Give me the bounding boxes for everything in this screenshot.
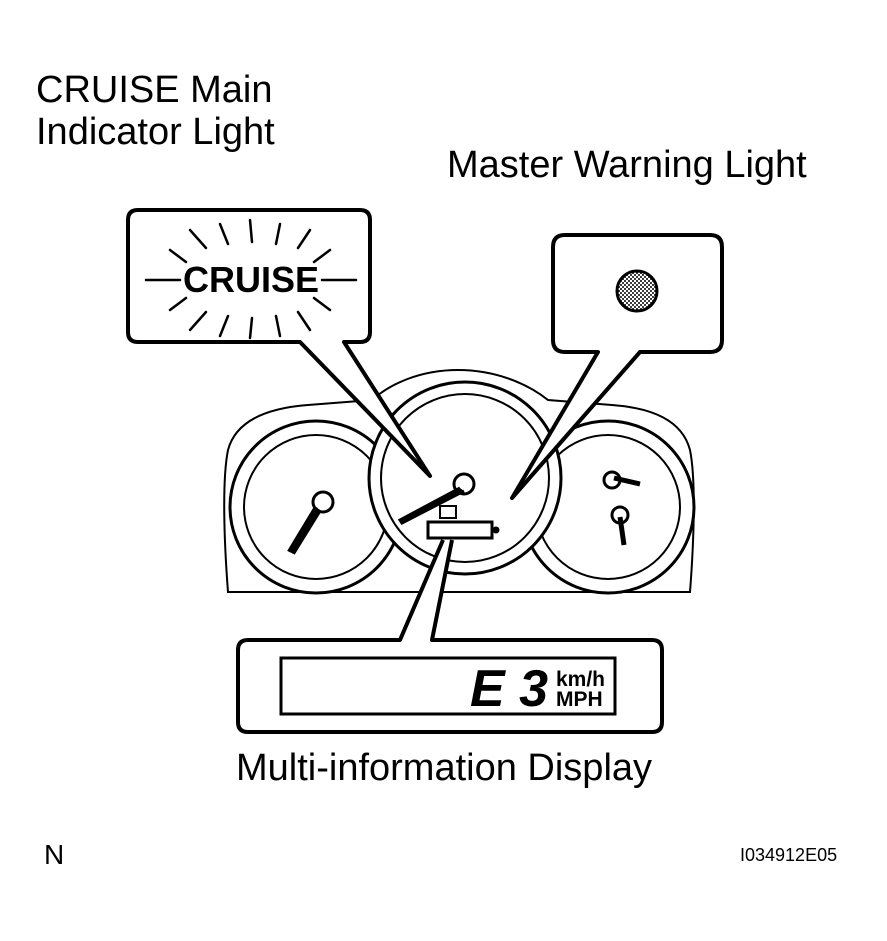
display-unit-mph: MPH [556,688,603,711]
display-screen [279,656,617,716]
cruise-main-indicator-label: CRUISE Main Indicator Light [36,69,275,154]
multi-information-display-callout: E 3 km/h MPH [236,539,664,734]
cruise-main-label-line1: CRUISE Main [36,69,273,111]
cruise-main-label-line2: Indicator Light [36,110,275,153]
multi-information-display-label: Multi-information Display [236,747,653,789]
master-warning-light-label: Master Warning Light [447,144,807,186]
display-unit-kmh: km/h [556,668,605,691]
center-gauge [367,380,563,576]
north-marker-label: N [44,839,65,870]
cruise-indicator-callout: CRUISE [126,208,432,478]
master-warning-lamp-icon [615,269,659,313]
master-warning-callout [510,233,724,500]
cruise-indicator-text: CRUISE [183,259,319,300]
display-code-readout: E 3 [470,660,548,718]
figure-code-label: I034912E05 [740,845,838,865]
cruise-glow-rays [144,218,358,340]
